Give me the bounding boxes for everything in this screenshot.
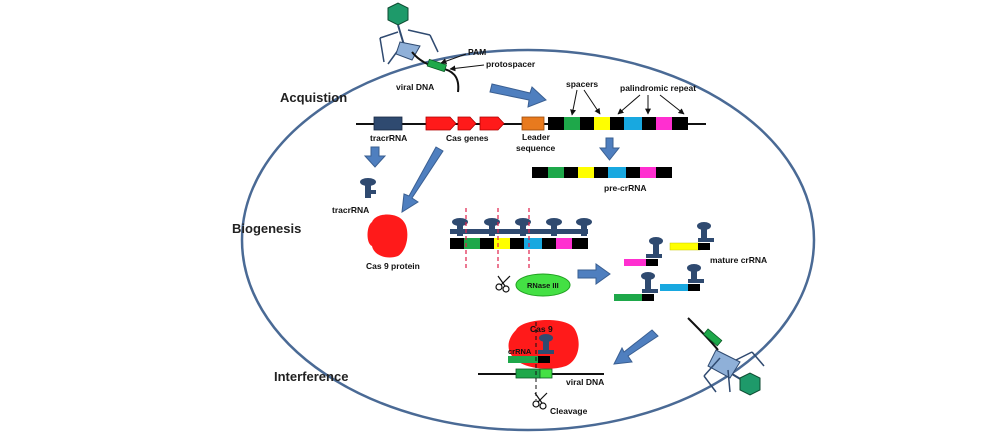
label-spacers: spacers — [566, 79, 598, 89]
pre-crrna-tracrrna-duplex — [450, 218, 592, 249]
cas-genes — [425, 116, 505, 131]
label-leader: Leader — [522, 132, 551, 142]
label-pam: PAM — [468, 47, 486, 57]
arrow-acquisition — [489, 83, 547, 108]
rnase-cut-sites — [465, 208, 530, 268]
label-pre-crrna: pre-crRNA — [604, 183, 647, 193]
label-viral-dna-top: viral DNA — [396, 82, 434, 92]
crrna-guide — [508, 334, 554, 363]
protospacer-top — [426, 58, 447, 73]
label-leader-sequence: sequence — [516, 143, 555, 153]
label-viral-dna-bottom: viral DNA — [566, 377, 604, 387]
label-palindromic-repeat: palindromic repeat — [620, 83, 696, 93]
label-cleavage: Cleavage — [550, 406, 588, 416]
label-tracrrna-molecule: tracrRNA — [332, 205, 369, 215]
arrow-tracrrna-down — [363, 146, 387, 168]
label-cas-genes: Cas genes — [446, 133, 489, 143]
leader-sequence — [521, 116, 545, 131]
rnase-iii — [515, 273, 571, 297]
label-mature-crrna: mature crRNA — [710, 255, 767, 265]
arrow-to-interference — [613, 329, 659, 365]
label-protospacer: protospacer — [486, 59, 536, 69]
pre-crrna — [532, 167, 672, 178]
label-cas9: Cas 9 — [530, 324, 553, 334]
bacteriophage-icon-bottom — [687, 317, 765, 396]
bacteriophage-icon — [379, 2, 439, 65]
tracrrna-gene — [373, 116, 403, 131]
scissors-icon-cleavage — [532, 392, 548, 410]
scissors-icon — [495, 275, 511, 293]
mature-crrna-set — [614, 222, 714, 301]
arrow-cas-down — [401, 146, 444, 213]
label-rnase-iii: RNase III — [527, 281, 559, 290]
stage-acquisition: Acquistion — [280, 90, 347, 105]
crispr-array — [548, 117, 688, 130]
stage-interference: Interference — [274, 369, 348, 384]
cas9-protein — [367, 214, 408, 258]
arrow-to-mature — [577, 263, 611, 285]
stage-biogenesis: Biogenesis — [232, 221, 301, 236]
arrow-pre-crrna-down — [598, 137, 621, 161]
bacterial-cell — [240, 48, 816, 432]
label-tracrrna-gene: tracrRNA — [370, 133, 407, 143]
label-crrna: crRNA — [508, 347, 532, 356]
pam-bottom — [539, 368, 553, 379]
label-cas9-protein: Cas 9 protein — [366, 261, 420, 271]
tracrrna-molecule — [360, 178, 376, 198]
